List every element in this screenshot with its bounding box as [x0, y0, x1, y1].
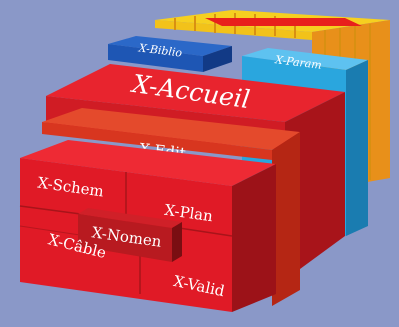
module-diagram: X-Biblio X-Param X-Accueil X-Edit — [0, 0, 399, 327]
module-diagram-svg: X-Biblio X-Param X-Accueil X-Edit — [0, 0, 399, 327]
